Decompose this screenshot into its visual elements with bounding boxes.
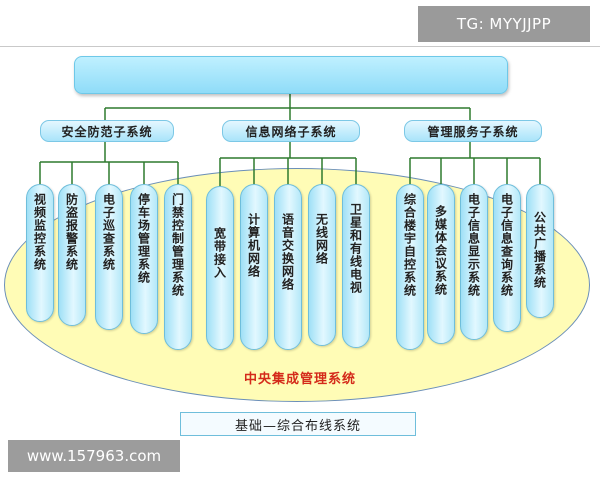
watermark-url-text: www.157963.com	[26, 447, 162, 465]
central-management-label: 中央集成管理系统	[243, 372, 356, 387]
leaf-label: 电子信息查询系统	[499, 193, 514, 297]
leaf-label: 卫星和有线电视	[348, 203, 363, 294]
base-cabling-box: 基础—综合布线系统	[180, 412, 416, 436]
leaf-info-query: 电子信息查询系统	[493, 184, 521, 332]
leaf-label: 防盗报警系统	[64, 193, 79, 271]
leaf-label: 公共广播系统	[532, 211, 547, 289]
leaf-satellite-tv: 卫星和有线电视	[342, 184, 370, 348]
leaf-patrol: 电子巡查系统	[95, 184, 123, 330]
leaf-label: 电子巡查系统	[101, 193, 116, 271]
subsystem-management-label: 管理服务子系统	[427, 124, 519, 139]
leaf-label: 计算机网络	[246, 213, 261, 278]
leaf-label: 门禁控制管理系统	[170, 193, 185, 297]
leaf-label: 无线网络	[314, 213, 329, 265]
subsystem-management: 管理服务子系统	[404, 120, 542, 142]
leaf-multimedia-conference: 多媒体会议系统	[427, 184, 455, 344]
leaf-burglar-alarm: 防盗报警系统	[58, 184, 86, 326]
watermark-url: www.157963.com	[8, 440, 180, 472]
leaf-building-automation: 综合楼宇自控系统	[396, 184, 424, 350]
base-cabling-label: 基础—综合布线系统	[234, 418, 361, 434]
leaf-video-surveillance: 视频监控系统	[26, 184, 54, 322]
leaf-computer-network: 计算机网络	[240, 184, 268, 350]
header-divider	[0, 46, 600, 47]
leaf-info-display: 电子信息显示系统	[460, 184, 488, 340]
subsystem-security-label: 安全防范子系统	[61, 124, 153, 139]
leaf-label: 宽带接入	[212, 227, 227, 279]
subsystem-network-label: 信息网络子系统	[245, 124, 337, 139]
leaf-label: 多媒体会议系统	[433, 205, 448, 296]
leaf-parking: 停车场管理系统	[130, 184, 158, 334]
subsystem-network: 信息网络子系统	[222, 120, 360, 142]
leaf-broadband: 宽带接入	[206, 186, 234, 350]
leaf-label: 语音交换网络	[280, 213, 295, 291]
leaf-label: 综合楼宇自控系统	[402, 193, 417, 297]
leaf-access-control: 门禁控制管理系统	[164, 184, 192, 350]
watermark-tg: TG: MYYJJPP	[418, 6, 590, 42]
subsystem-security: 安全防范子系统	[40, 120, 174, 142]
diagram-title-box	[74, 56, 508, 94]
leaf-wireless-network: 无线网络	[308, 184, 336, 346]
leaf-label: 电子信息显示系统	[466, 193, 481, 297]
watermark-tg-text: TG: MYYJJPP	[456, 15, 552, 33]
leaf-label: 停车场管理系统	[136, 193, 151, 284]
leaf-voice-network: 语音交换网络	[274, 184, 302, 350]
leaf-label: 视频监控系统	[32, 193, 47, 271]
leaf-public-broadcast: 公共广播系统	[526, 184, 554, 318]
